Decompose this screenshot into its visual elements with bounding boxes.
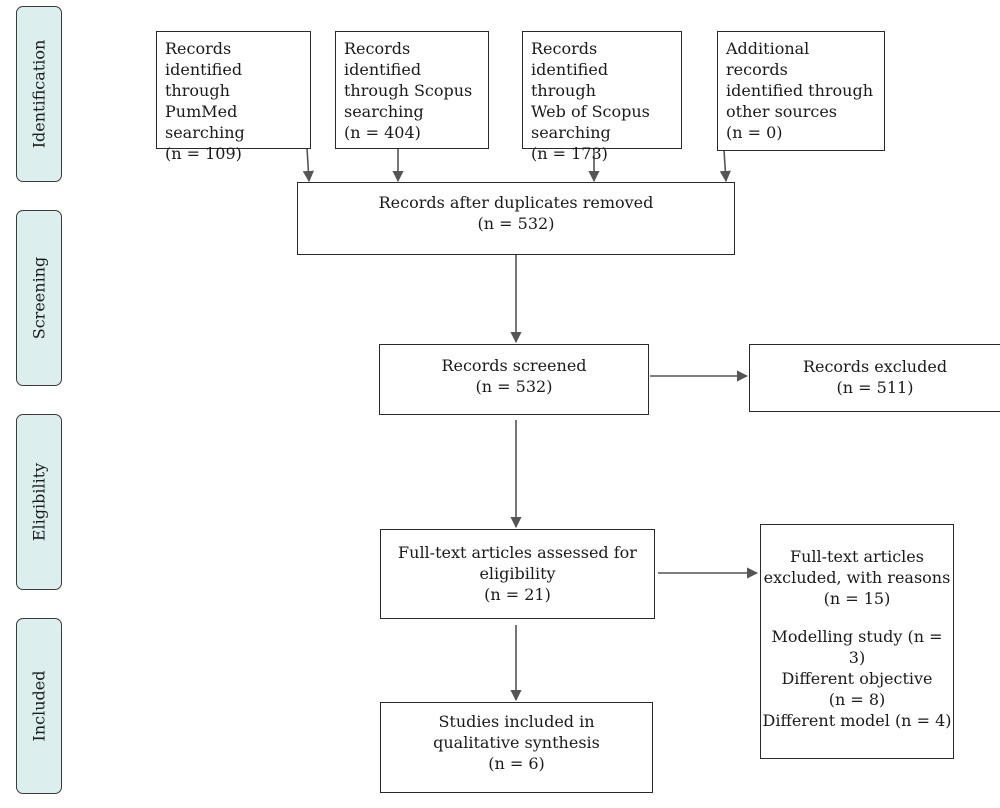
phase-included: Included: [16, 618, 62, 794]
arrow-pubmed-to-duplicates: [302, 147, 314, 183]
phase-screening: Screening: [16, 210, 62, 386]
exclusion-reason: (n = 8): [828, 690, 886, 709]
fulltext-assessed-box: Full-text articles assessed for eligibil…: [380, 529, 655, 619]
arrow-other-to-duplicates: [719, 149, 731, 183]
duplicates-removed-box: Records after duplicates removed (n = 53…: [297, 182, 735, 255]
exclusion-reason: Different model (n = 4): [762, 711, 952, 730]
wos-records-box: Records identified through Web of Scopus…: [522, 31, 682, 163]
records-excluded-box: Records excluded (n = 511): [749, 344, 1000, 412]
exclusion-reason: Different objective: [781, 669, 933, 688]
studies-included-box: Studies included in qualitative synthesi…: [380, 702, 653, 793]
phase-identification: Identification: [16, 6, 62, 182]
scopus-records-box: Records identified through Scopus search…: [335, 31, 489, 149]
phase-eligibility: Eligibility: [16, 414, 62, 590]
fulltext-excluded-box: Full-text articles excluded, with reason…: [760, 524, 954, 759]
records-screened-box: Records screened (n = 532): [379, 344, 649, 415]
pubmed-records-box: Records identified through PumMed search…: [156, 31, 311, 163]
exclusion-reason: Modelling study (n = 3): [771, 627, 943, 667]
other-sources-box: Additional records identified through ot…: [717, 31, 885, 151]
